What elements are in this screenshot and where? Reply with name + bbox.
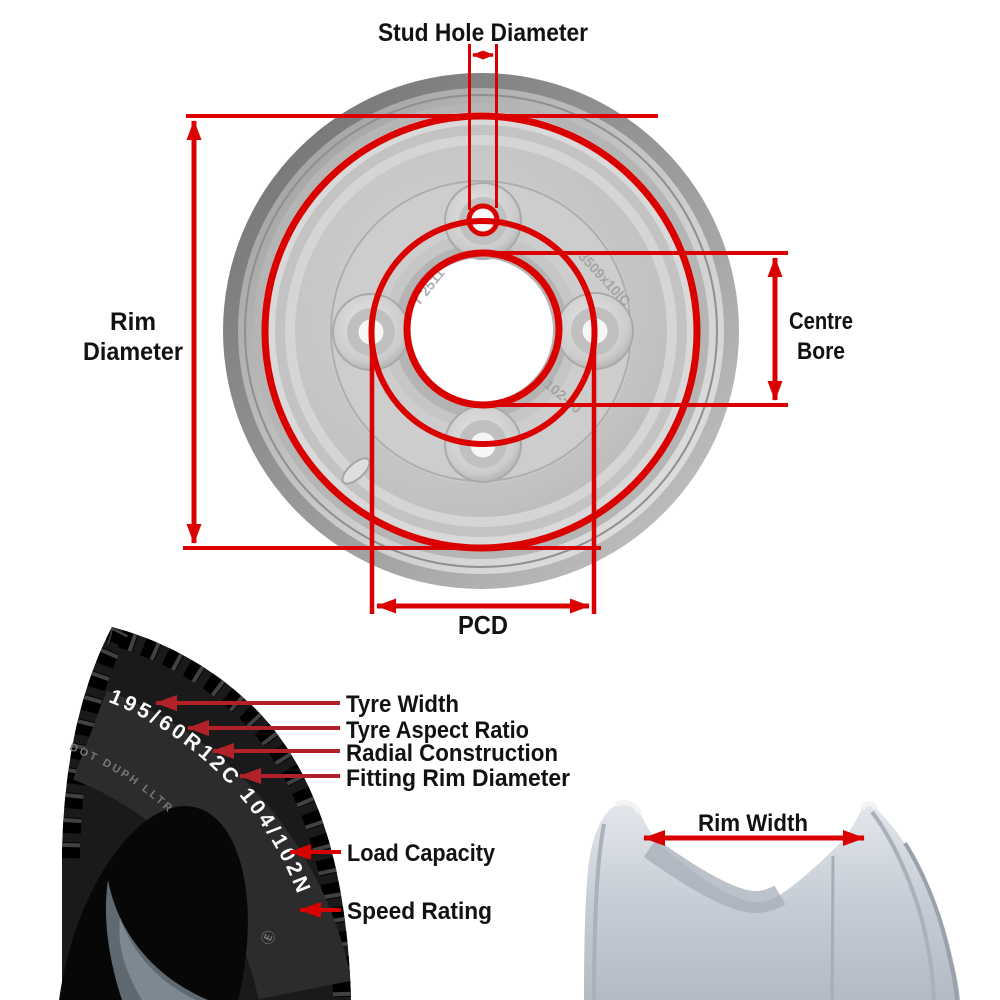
rim-left-ridge: [592, 823, 606, 1000]
stud-hole-diameter-label: Stud Hole Diameter: [378, 19, 588, 47]
rim-width-label: Rim Width: [698, 810, 808, 837]
wheel-annotations: [183, 44, 788, 614]
centre-bore-label-line1: Centre: [789, 308, 853, 335]
tyre-inner-surface-highlight: [119, 918, 196, 1000]
left-flange-highlight: [614, 800, 643, 815]
rim-well-ridge: [830, 855, 835, 1000]
tyre-aspect-ratio-label: Tyre Aspect Ratio: [346, 717, 529, 744]
pcd-circle-overlay: [368, 218, 598, 447]
stud-hole-circle-overlay: [466, 203, 500, 237]
rim-diameter-label-line1: Rim: [110, 308, 156, 336]
sidewall-sheen: [72, 690, 351, 1000]
rim-right-ridge-2: [903, 841, 959, 1000]
wheel-labels: Stud Hole Diameter Rim Diameter Centre B…: [83, 19, 853, 640]
pcd-label: PCD: [458, 610, 508, 640]
tyre-width-label: Tyre Width: [346, 691, 459, 718]
tyre-tread-band: [62, 627, 351, 1000]
centre-bore-circle-overlay: [403, 249, 563, 409]
valve-slot: [341, 457, 371, 485]
tread-grooves: [62, 627, 351, 1000]
load-capacity-label: Load Capacity: [347, 840, 496, 867]
wheel-ring-line: [244, 94, 718, 568]
rim-diameter-label-line2: Diameter: [83, 338, 183, 366]
right-flange-highlight: [859, 801, 879, 811]
tyre-e-mark: Ⓔ: [258, 928, 278, 947]
tyre-labels: Tyre Width Tyre Aspect Ratio Radial Cons…: [346, 691, 570, 925]
rim-width-annotation: Rim Width: [643, 810, 865, 846]
rim-section-photo: [584, 800, 960, 1000]
tyre-rating-arrows: [289, 844, 341, 918]
rim-well-shadow: [643, 838, 786, 914]
tyre-photo: 195/60R12C 104/102N DOT DUPH LLTR Ⓔ: [56, 627, 351, 1000]
rim-right-ridge-1: [870, 810, 936, 1000]
wheel-centre-bore-hole: [409, 258, 553, 402]
tyre-code-arrows: [155, 695, 340, 784]
fitting-rim-diameter-label: Fitting Rim Diameter: [346, 765, 570, 792]
centre-bore-label-line2: Bore: [797, 338, 845, 365]
radial-construction-label: Radial Construction: [346, 740, 558, 767]
wheel-photo: T 2511 3509x10lC 102-20: [223, 73, 739, 589]
speed-rating-label: Speed Rating: [347, 898, 492, 925]
